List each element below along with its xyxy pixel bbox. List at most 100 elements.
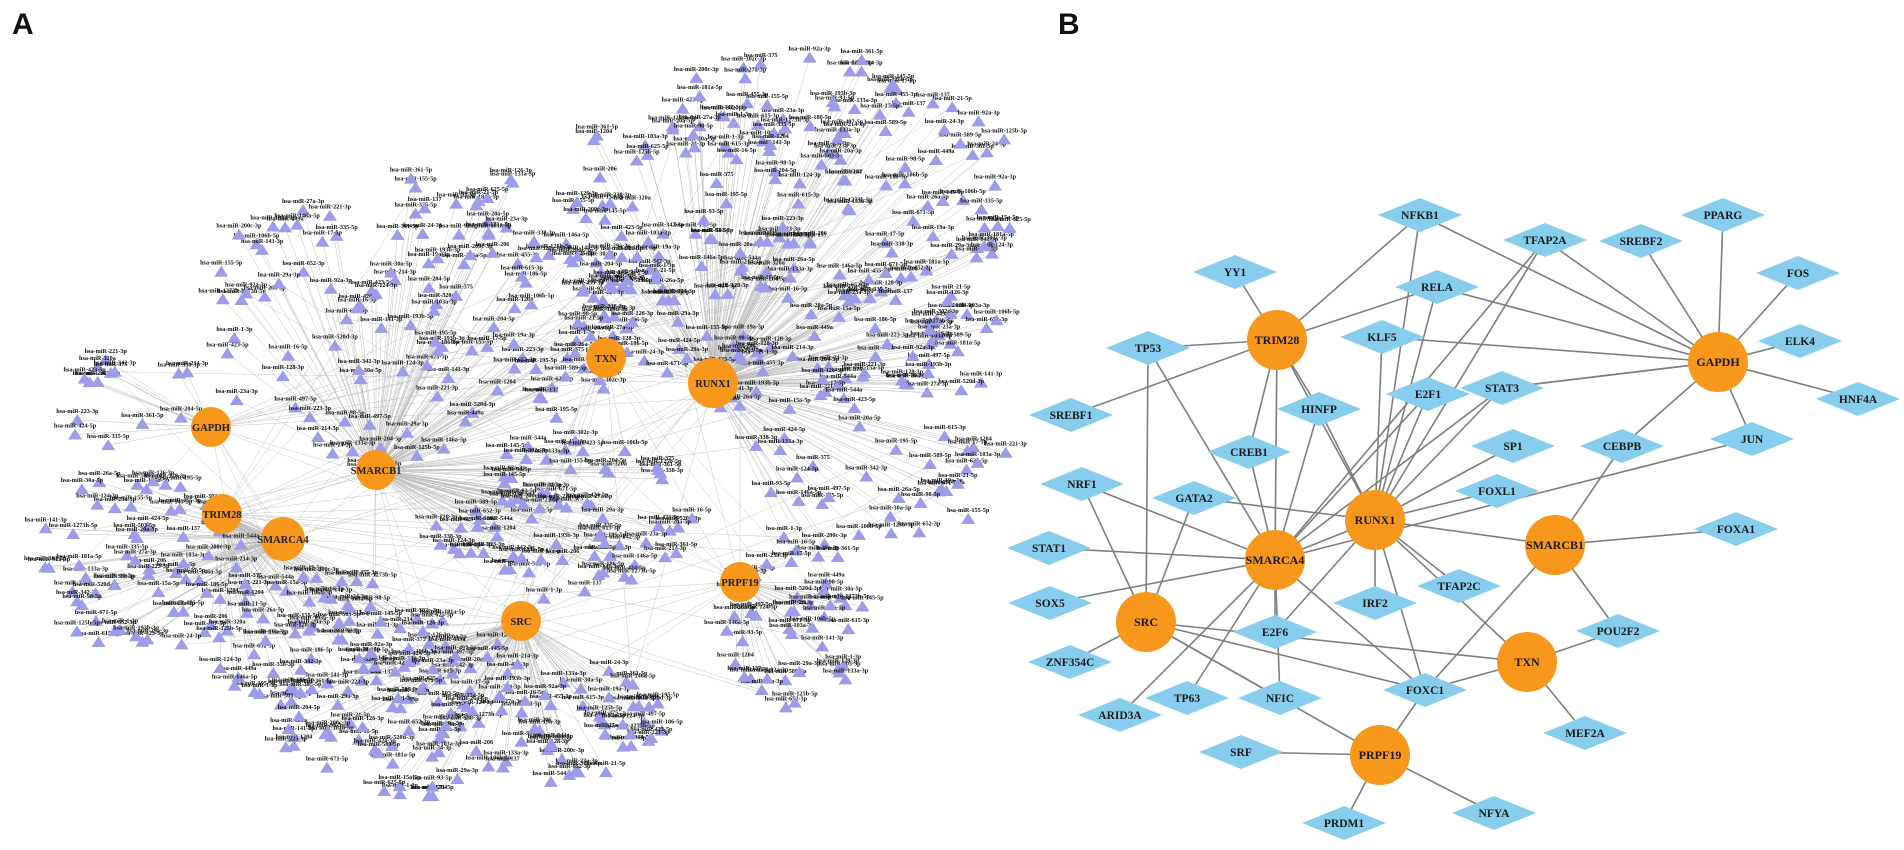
- mirna-edge: [712, 297, 871, 384]
- mirna-label: hsa-miR-17-5p: [303, 230, 343, 237]
- mirna-edge: [520, 497, 899, 622]
- mirna-label: hsa-miR-361-5p: [390, 167, 433, 174]
- mirna-node: [898, 161, 913, 173]
- mirna-node: [753, 57, 768, 69]
- hub-node-b-smarcb1: SMARCB1: [1525, 515, 1585, 575]
- mirna-label: hsa-miR-320a: [614, 194, 651, 201]
- mirna-label: hsa-miR-503-5p: [691, 227, 734, 234]
- mirna-edge: [403, 620, 522, 667]
- mirna-node: [641, 235, 656, 247]
- mirna-label: hsa-miR-449a: [796, 324, 833, 331]
- mirna-label: hsa-miR-19a-3p: [493, 332, 536, 339]
- mirna-node: [766, 126, 781, 138]
- mirna-edge: [375, 197, 488, 471]
- tf-label: SRF: [1230, 747, 1252, 759]
- mirna-node: [296, 204, 311, 216]
- mirna-edge: [375, 322, 579, 471]
- mirna-label: hsa-miR-181a-5p: [454, 193, 500, 200]
- mirna-edge: [375, 343, 515, 471]
- mirna-edge: [75, 426, 212, 435]
- tf-node-yy1: YY1: [1193, 255, 1277, 289]
- mirna-edge: [236, 399, 377, 471]
- mirna-edge: [585, 217, 714, 384]
- mirna-edge: [375, 449, 566, 471]
- tf-label: HNF4A: [1839, 394, 1878, 406]
- mirna-node: [998, 446, 1013, 458]
- mirna-edge: [712, 329, 930, 384]
- mirna-node: [990, 220, 1005, 232]
- mirna-node: [803, 235, 818, 247]
- mirna-node: [749, 439, 764, 451]
- mirna-node: [814, 158, 829, 170]
- mirna-node: [778, 122, 793, 134]
- mirna-node: [586, 291, 601, 303]
- mirna-edge: [375, 441, 576, 471]
- mirna-edge: [712, 382, 842, 598]
- mirna-label: hsa-miR-520d-3p: [582, 306, 628, 313]
- mirna-edge: [375, 326, 584, 471]
- mirna-label: hsa-miR-193b-3p: [734, 379, 780, 386]
- mirna-node: [959, 463, 974, 475]
- mirna-edge: [452, 382, 714, 674]
- mirna-edge: [712, 205, 928, 384]
- mirna-edge: [437, 350, 714, 384]
- mirna-label: hsa-miR-671-5p: [892, 209, 935, 216]
- mirna-label: hsa-miR-497-5p: [908, 352, 951, 359]
- mirna-label: hsa-miR-29a-3p: [930, 242, 973, 249]
- mirna-node: [847, 402, 862, 414]
- tf-node-srf: SRF: [1199, 735, 1283, 769]
- mirna-node: [901, 105, 916, 117]
- mirna-label: hsa-miR-26a-5p: [244, 285, 287, 292]
- mirna-edge: [292, 620, 522, 689]
- mirna-label: hsa-miR-186-5p: [865, 173, 908, 180]
- mirna-label: hsa-miR-141-3p: [960, 371, 1003, 378]
- mirna-edge: [712, 351, 958, 384]
- tf-node-e2f1: E2F1: [1386, 377, 1470, 411]
- mirna-edge: [221, 513, 443, 621]
- mirna-edge: [221, 187, 416, 515]
- mirna-edge: [375, 350, 473, 471]
- mirna-label: hsa-miR-24-3p: [967, 140, 1007, 147]
- mirna-label: hsa-miR-19a-3p: [638, 244, 681, 251]
- mirna-edge: [712, 139, 1005, 384]
- hub-node-b-smarca4: SMARCA4: [1245, 530, 1305, 590]
- mirna-node: [840, 287, 855, 299]
- mirna-edge: [469, 357, 607, 691]
- mirna-label: hsa-miR-126-3p: [556, 190, 599, 197]
- mirna-edge: [712, 200, 943, 384]
- mirna-edge: [520, 620, 632, 747]
- tf-label: ELK4: [1785, 336, 1815, 348]
- mirna-edge: [605, 122, 734, 359]
- mirna-node: [680, 352, 695, 364]
- mirna-edge: [375, 466, 658, 471]
- mirna-label: hsa-miR-17-5p: [865, 231, 905, 238]
- mirna-label: hsa-miR-26a-5p: [719, 394, 762, 401]
- mirna-edge: [608, 581, 741, 672]
- mirna-label: hsa-miR-17-5p: [860, 103, 900, 110]
- mirna-label: hsa-miR-155-5p: [394, 175, 437, 182]
- mirna-label: hsa-miR-20a-5p: [719, 241, 762, 248]
- mirna-edge: [712, 372, 865, 384]
- mirna-edge: [455, 357, 607, 657]
- mirna-label: hsa-miR-652-3p: [965, 316, 1008, 323]
- mirna-node: [576, 362, 591, 374]
- mirna-label: hsa-miR-15a-5p: [842, 365, 885, 372]
- tf-label: KLF5: [1367, 332, 1397, 344]
- mirna-label: hsa-miR-145-5p: [593, 269, 636, 276]
- mirna-node: [449, 197, 464, 209]
- mirna-label: hsa-miR-93-5p: [684, 208, 724, 215]
- mirna-label: hsa-miR-155-5p: [686, 324, 729, 331]
- mirna-label: hsa-miR-652-3p: [890, 265, 933, 272]
- mirna-label: hsa-miR-93-5p: [437, 192, 477, 199]
- mirna-label: hsa-miR-1204: [496, 296, 533, 303]
- mirna-node: [429, 297, 444, 309]
- mirna-label: hsa-miR-520d-3p: [449, 401, 495, 408]
- mirna-label: hsa-miR-137: [793, 232, 827, 239]
- mirna-label: hsa-miR-125b-5p: [867, 76, 913, 83]
- mirna-edge: [221, 513, 339, 640]
- mirna-label: hsa-miR-21-5p: [938, 472, 978, 479]
- mirna-edge: [221, 222, 489, 515]
- mirna-node: [764, 486, 779, 498]
- mirna-edge: [712, 185, 996, 384]
- mirna-label: hsa-miR-449a: [267, 215, 304, 222]
